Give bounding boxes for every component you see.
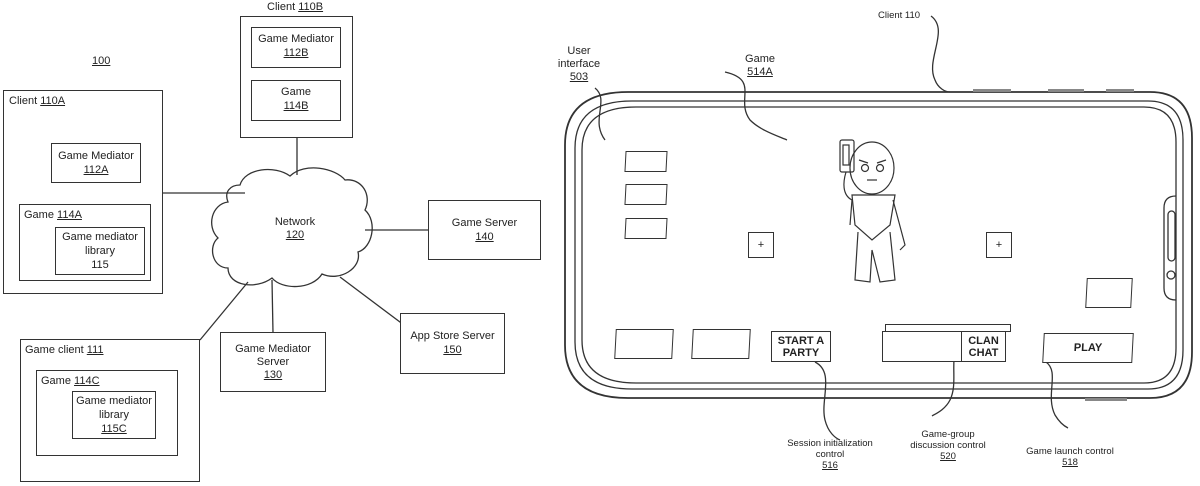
figure-ref: 100 — [92, 55, 111, 67]
game-mediator-112b-title: Game Mediator — [258, 33, 334, 45]
game-client-111-box: Game client 111 Game 114C Game mediator … — [20, 339, 200, 482]
right-slot[interactable] — [1085, 278, 1133, 308]
library-115-box: Game mediator library 115 — [55, 227, 145, 275]
game-514a-label: Game 514A — [745, 53, 775, 78]
phone-screen — [581, 106, 1177, 384]
menu-slot-2[interactable] — [624, 184, 668, 205]
client-110-label: Client 110 — [878, 10, 921, 21]
library-115c-line1: Game mediator — [76, 395, 152, 407]
game-server-title: Game Server — [451, 217, 518, 229]
game-114b-ref: 114B — [283, 100, 309, 112]
session-initialization-callout: Session initialization control 516 — [787, 438, 873, 471]
phone-bezel — [574, 100, 1184, 390]
library-115-line1: Game mediator — [62, 231, 138, 243]
add-button-right[interactable]: + — [986, 232, 1012, 258]
client-110b-box: Game Mediator 112B Game 114B — [240, 16, 353, 138]
game-launch-callout: Game launch control 518 — [1026, 446, 1114, 468]
phone-outer — [564, 91, 1193, 399]
clan-chat-button[interactable]: CLAN CHAT — [961, 331, 1006, 362]
mediator-server-line2: Server — [256, 356, 290, 368]
add-button-left[interactable]: + — [748, 232, 774, 258]
game-mediator-112a-title: Game Mediator — [58, 150, 134, 162]
connector-network-mediator-server — [271, 279, 274, 334]
game-server-box: Game Server 140 — [428, 200, 541, 260]
blaster-icon — [839, 139, 855, 173]
play-button[interactable]: PLAY — [1042, 333, 1134, 363]
bottom-slot-2[interactable] — [691, 329, 751, 359]
mediator-server-ref: 130 — [263, 369, 283, 381]
chat-input-area[interactable] — [882, 331, 962, 362]
game-114c-box: Game 114C Game mediator library 115C — [36, 370, 178, 456]
client-110a-box: Client 110A Game Mediator 112A Game 114A… — [3, 90, 163, 294]
app-store-server-box: App Store Server 150 — [400, 313, 505, 374]
game-mediator-server-box: Game Mediator Server 130 — [220, 332, 326, 392]
game-mediator-112b-ref: 112B — [283, 47, 309, 59]
connector-network-game-client — [199, 281, 249, 341]
game-mediator-112b-box: Game Mediator 112B — [251, 27, 341, 68]
game-114b-box: Game 114B — [251, 80, 341, 121]
bottom-slot-1[interactable] — [614, 329, 674, 359]
mediator-server-line1: Game Mediator — [235, 343, 311, 355]
library-115c-line2: library — [99, 409, 129, 421]
library-115c-box: Game mediator library 115C — [72, 391, 156, 439]
game-mediator-112a-ref: 112A — [83, 164, 109, 176]
user-interface-label: User interface 503 — [557, 45, 601, 83]
network-cloud — [211, 167, 373, 288]
library-115-line2: library — [85, 245, 115, 257]
plus-icon: + — [995, 239, 1003, 251]
game-group-discussion-callout: Game-group discussion control 520 — [910, 429, 986, 462]
start-party-button[interactable]: START A PARTY — [771, 331, 831, 362]
library-115c-ref: 115C — [101, 423, 127, 435]
game-server-ref: 140 — [475, 231, 494, 243]
game-character — [839, 139, 906, 283]
menu-slot-3[interactable] — [624, 218, 668, 239]
app-store-server-title: App Store Server — [410, 330, 495, 342]
menu-slot-1[interactable] — [624, 151, 668, 172]
client-110b-title: Client 110B — [267, 1, 324, 13]
game-client-111-title: Game client 111 — [25, 344, 104, 356]
client-110a-title: Client 110A — [9, 95, 66, 107]
plus-icon: + — [757, 239, 765, 251]
library-115-ref: 115 — [91, 259, 109, 271]
game-114b-title: Game — [281, 86, 311, 98]
game-mediator-112a-box: Game Mediator 112A — [51, 143, 141, 183]
network-label: Network 120 — [274, 216, 316, 241]
phone-side-slot — [1167, 210, 1176, 262]
phone-side-hole — [1166, 270, 1176, 280]
game-114a-title: Game 114A — [24, 209, 82, 221]
app-store-server-ref: 150 — [443, 344, 462, 356]
game-114a-box: Game 114A Game mediator library 115 — [19, 204, 151, 281]
game-114c-title: Game 114C — [41, 375, 100, 387]
